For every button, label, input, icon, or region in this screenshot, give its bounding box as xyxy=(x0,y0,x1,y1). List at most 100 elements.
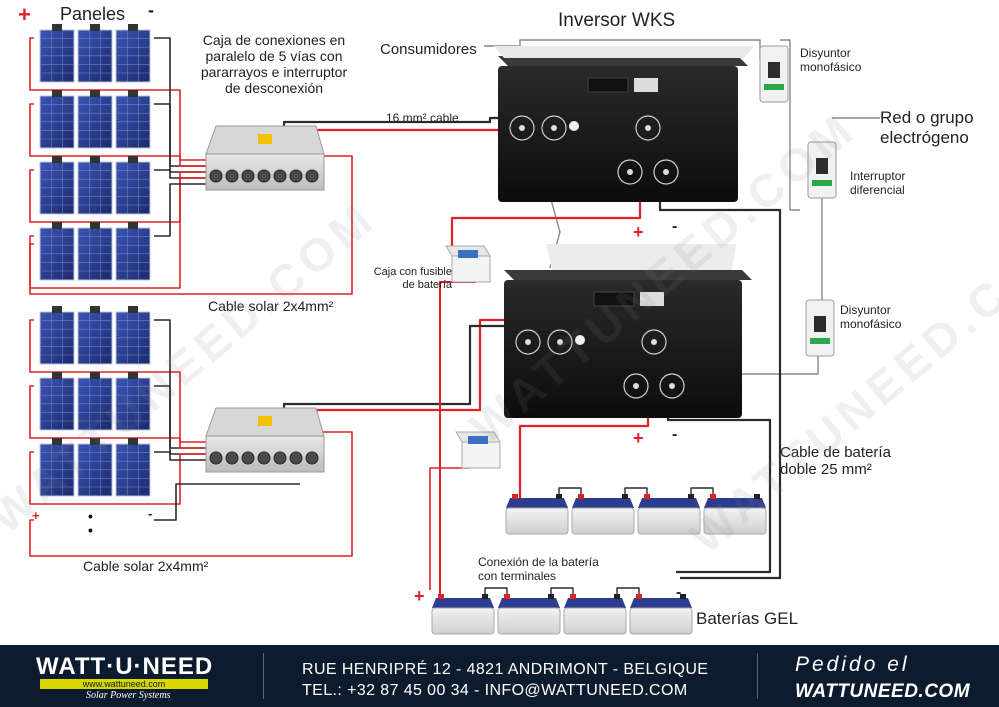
gel-battery-bottom-1 xyxy=(497,594,561,635)
solar-panel-a2-0 xyxy=(39,156,75,215)
rcd-label: Interruptor diferencial xyxy=(850,169,906,197)
inverter2-plus: + xyxy=(633,428,644,448)
top-link-2 xyxy=(690,487,714,494)
bottom-link-1 xyxy=(550,587,574,594)
inverter-wks-1 xyxy=(498,56,748,202)
inverter-wks-1-terminal-2 xyxy=(635,115,661,141)
gel-battery-bottom-2 xyxy=(563,594,627,635)
solar-panel-a0-2 xyxy=(115,24,151,83)
fuse2-to-bank-pos xyxy=(429,467,470,590)
solar-cable-2-label: Cable solar 2x4mm² xyxy=(83,558,209,574)
inverter-wks-2-terminal-1 xyxy=(547,329,573,355)
solar-panel-b2-1 xyxy=(77,438,113,497)
junction-box-2 xyxy=(205,407,325,473)
solar-panel-a1-2 xyxy=(115,90,151,149)
ellipsis-dot-1: • xyxy=(88,508,93,524)
consumers-label: Consumidores xyxy=(380,41,477,58)
inverter-2-plate xyxy=(546,244,736,270)
ellipsis-dot-2: • xyxy=(88,522,93,538)
solar-panel-b0-1 xyxy=(77,306,113,365)
inverter-wks-2-terminal-4 xyxy=(659,373,685,399)
solar-panel-b1-2 xyxy=(115,372,151,431)
inverter-wks-2 xyxy=(504,270,752,418)
solar-panel-b1-0 xyxy=(39,372,75,431)
solar-panel-a3-0 xyxy=(39,222,75,281)
array-a-row3-neg-wire xyxy=(154,183,320,237)
array-b-row4-pos-wire xyxy=(29,431,353,557)
array2-row4-plus: + xyxy=(32,508,40,523)
inverter-wks-2-terminal-3 xyxy=(623,373,649,399)
footer-divider-2 xyxy=(757,653,758,699)
brand-logo[interactable]: WATT·U·NEED www.wattuneed.com Solar Powe… xyxy=(36,653,226,701)
junction-box-label: Caja de conexiones en paralelo de 5 vías… xyxy=(200,32,348,97)
inverter-wks-1-terminal-4 xyxy=(653,159,679,185)
gel-battery-bottom-0 xyxy=(431,594,495,635)
order-cta-label: Pedido el xyxy=(795,653,910,676)
gel-battery-top-0 xyxy=(505,494,569,535)
array-b-row4-neg-wire xyxy=(154,483,300,521)
solar-panel-a1-1 xyxy=(77,90,113,149)
solar-panel-a3-2 xyxy=(115,222,151,281)
inverter1-minus: - xyxy=(672,218,678,235)
footer-bar: WATT·U·NEED www.wattuneed.com Solar Powe… xyxy=(0,645,999,707)
solar-cable-1-label: Cable solar 2x4mm² xyxy=(208,298,334,314)
gel-battery-bottom-3 xyxy=(629,594,693,635)
battery-connection-label: Conexión de la batería con terminales xyxy=(478,555,599,583)
solar-panel-b0-2 xyxy=(115,306,151,365)
top-link-1 xyxy=(624,487,648,494)
top-link-0 xyxy=(558,487,582,494)
breaker-mid-to-inverter2 xyxy=(740,356,819,375)
array-a-outer-wire xyxy=(29,155,353,295)
inverter-wks-1-terminal-0 xyxy=(509,115,535,141)
bank-plus: + xyxy=(414,586,425,606)
solar-panel-a1-0 xyxy=(39,90,75,149)
breaker-mid-label: Disyuntor monofásico xyxy=(840,303,902,331)
bottom-link-2 xyxy=(616,587,640,594)
gel-battery-top-1 xyxy=(571,494,635,535)
order-cta-link[interactable]: WATTUNEED.COM xyxy=(795,681,971,702)
inverter-wks-2-terminal-0 xyxy=(515,329,541,355)
footer-divider-1 xyxy=(263,653,264,699)
breaker-top-to-rcd xyxy=(780,39,800,211)
gel-battery-top-2 xyxy=(637,494,701,535)
bottom-link-0 xyxy=(484,587,508,594)
cable-16mm-label: 16 mm² cable xyxy=(386,111,459,125)
fuse-box-label: Caja con fusible de batería xyxy=(373,266,452,291)
solar-panel-a2-2 xyxy=(115,156,151,215)
solar-panel-a2-1 xyxy=(77,156,113,215)
inverter1-battery-pos xyxy=(450,196,642,252)
breaker-top-label: Disyuntor monofásico xyxy=(800,46,862,74)
solar-panel-b2-0 xyxy=(39,438,75,497)
rcd-switch xyxy=(807,141,837,199)
grid-label: Red o grupo electrógeno xyxy=(880,108,974,147)
breaker-mid xyxy=(805,299,835,357)
brand-logo-tagline: Solar Power Systems xyxy=(86,690,171,701)
solar-panel-b1-1 xyxy=(77,372,113,431)
address-line-1: RUE HENRIPRÉ 12 - 4821 ANDRIMONT - BELGI… xyxy=(302,661,709,678)
solar-panel-b0-0 xyxy=(39,306,75,365)
inverter2-minus: - xyxy=(672,426,678,443)
brand-logo-text: WATT·U·NEED xyxy=(36,653,214,680)
panels-label: Paneles xyxy=(60,4,126,24)
panels-minus-sign: - xyxy=(148,0,154,20)
panels-plus-sign: + xyxy=(18,2,31,27)
gel-battery-top-3 xyxy=(703,494,767,535)
solar-panel-a3-1 xyxy=(77,222,113,281)
solar-panel-b2-2 xyxy=(115,438,151,497)
equipment-layer xyxy=(39,24,837,635)
address-line-2: TEL.: +32 87 45 00 34 - INFO@WATTUNEED.C… xyxy=(302,682,688,699)
diagram-stage: Paneles + - Caja de conexiones en parale… xyxy=(18,0,974,635)
inverter-wks-1-terminal-1 xyxy=(541,115,567,141)
battery-cable-label: Cable de batería doble 25 mm² xyxy=(780,444,891,479)
inverter-wks-2-terminal-2 xyxy=(641,329,667,355)
inverter-1-plate xyxy=(494,46,754,58)
inverter2-battery-pos xyxy=(518,404,650,498)
solar-panel-a0-1 xyxy=(77,24,113,83)
battery-fuse-box-2 xyxy=(455,431,501,469)
junction-box-1 xyxy=(205,125,325,191)
wiring-diagram xyxy=(29,24,880,635)
array2-row4-minus: - xyxy=(148,506,153,521)
bank-minus: - xyxy=(676,584,682,601)
battery-fuse-box-1 xyxy=(445,245,491,283)
brand-logo-url: www.wattuneed.com xyxy=(40,679,208,689)
